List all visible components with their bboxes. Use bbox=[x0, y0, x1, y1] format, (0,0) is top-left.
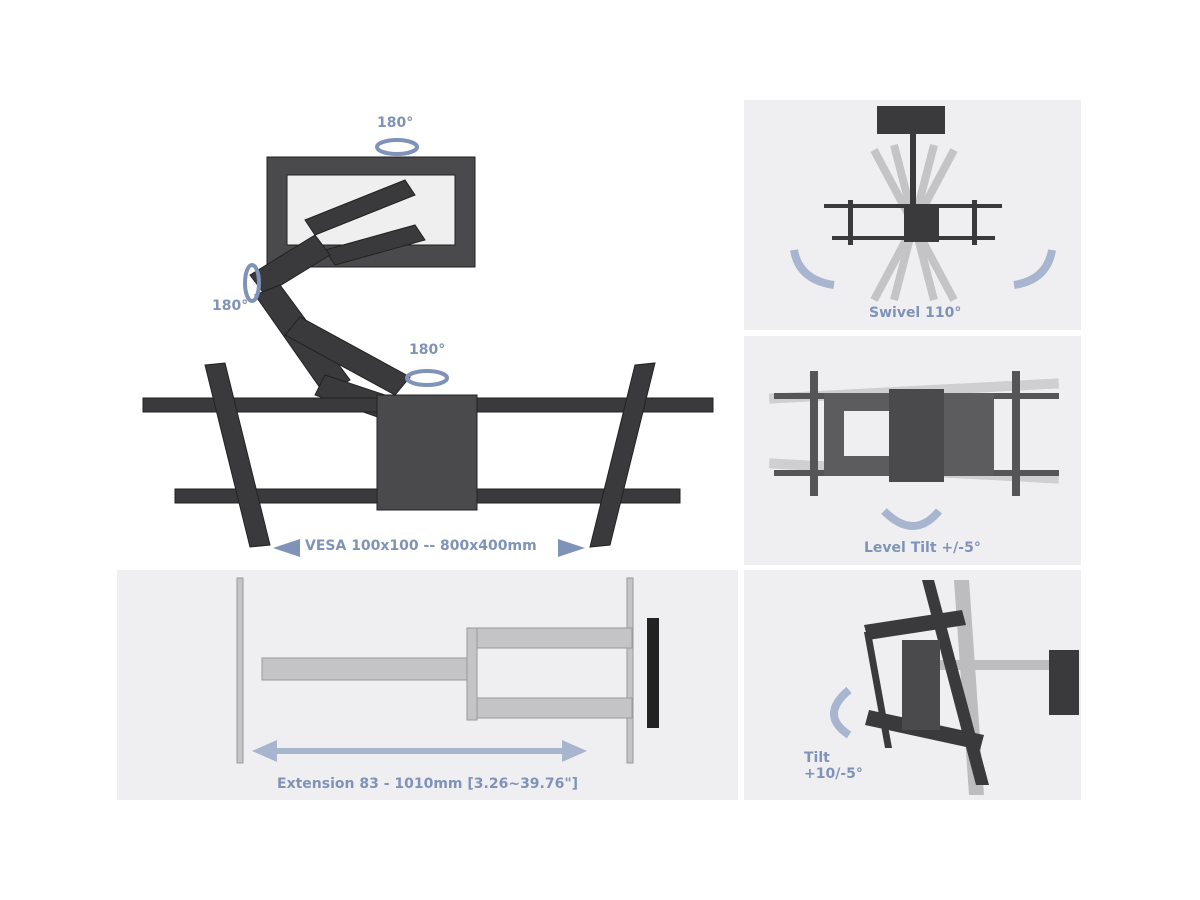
rotation-label-center: 180° bbox=[409, 342, 446, 358]
extension-label: Extension 83 - 1010mm [3.26~39.76"] bbox=[277, 776, 579, 792]
extension-panel: Extension 83 - 1010mm [3.26~39.76"] bbox=[117, 570, 738, 800]
swivel-panel: Swivel 110° bbox=[744, 100, 1081, 330]
tv-mount-illustration bbox=[142, 138, 714, 557]
main-product-view: 180° 180° 180° VESA 100x100 -- 800x400mm bbox=[115, 95, 740, 565]
rotation-label-left: 180° bbox=[212, 298, 249, 314]
tilt-panel: Tilt +10/-5° bbox=[744, 570, 1081, 800]
rotation-label-top: 180° bbox=[377, 115, 414, 131]
tilt-label-line2: +10/-5° bbox=[804, 766, 863, 782]
level-tilt-illustration bbox=[768, 371, 1060, 530]
swivel-label: Swivel 110° bbox=[869, 305, 962, 321]
tilt-illustration bbox=[830, 580, 1079, 795]
extension-illustration bbox=[236, 577, 659, 764]
tilt-label-line1: Tilt bbox=[804, 750, 830, 766]
level-tilt-label: Level Tilt +/-5° bbox=[864, 540, 981, 556]
level-tilt-panel: Level Tilt +/-5° bbox=[744, 336, 1081, 565]
swivel-illustration bbox=[790, 106, 1056, 302]
vesa-label: VESA 100x100 -- 800x400mm bbox=[305, 538, 537, 554]
